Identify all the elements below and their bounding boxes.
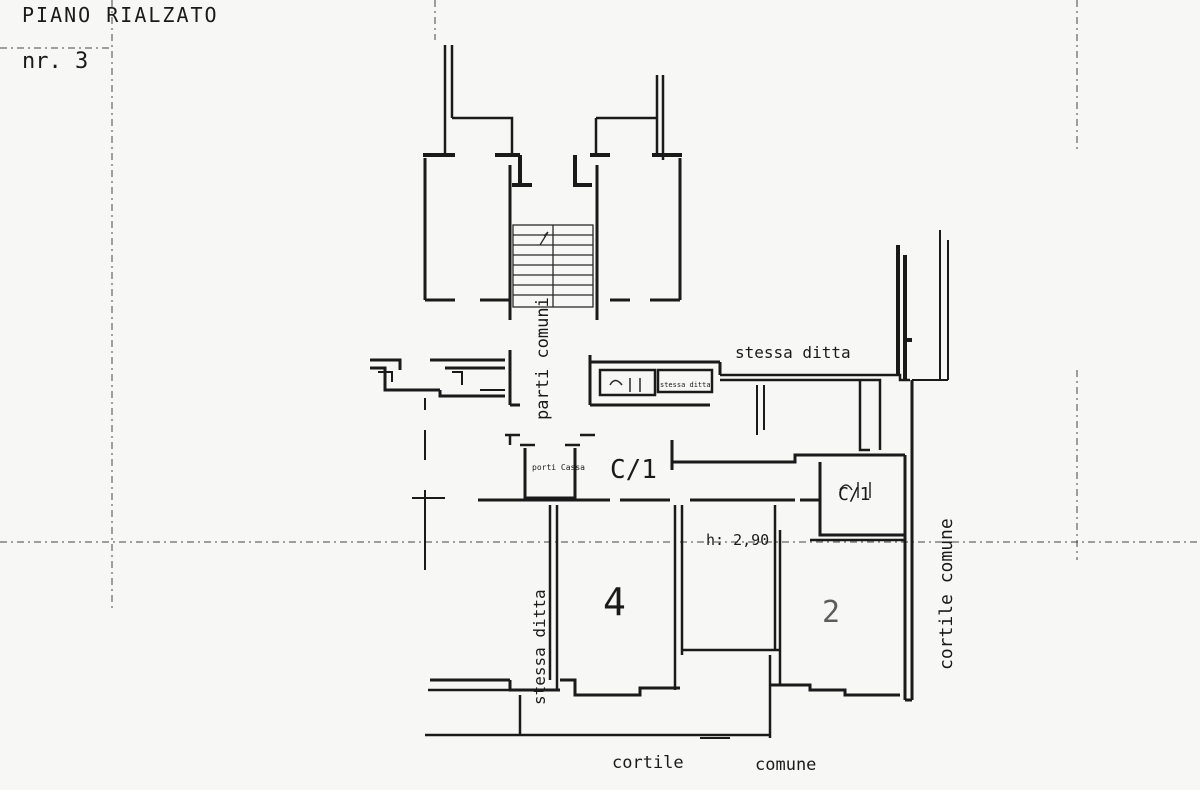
label-room-right: C/1	[838, 484, 871, 505]
guide-lines	[0, 0, 1200, 610]
label-same-owner-left: stessa ditta	[530, 589, 549, 705]
label-height: h: 2,90	[706, 531, 769, 549]
label-room-4: 4	[603, 580, 626, 624]
sheet-number: nr. 3	[22, 49, 88, 74]
label-same-owner-top: stessa ditta	[735, 343, 851, 362]
label-courtyard-bottom-2: comune	[755, 755, 816, 775]
text-labels: PIANO RIALZATO nr. 3 parti comuni stessa…	[22, 3, 957, 775]
label-porter: porti Cassa	[532, 463, 585, 472]
left-wing-walls	[370, 350, 520, 570]
floor-title: PIANO RIALZATO	[22, 3, 219, 27]
label-courtyard-right: cortile comune	[936, 518, 957, 670]
label-room-main: C/1	[610, 455, 657, 485]
label-courtyard-bottom-1: cortile	[612, 753, 684, 773]
room-symbols	[609, 378, 871, 498]
label-common-areas: parti comuni	[533, 297, 553, 420]
main-apartment-walls	[425, 230, 949, 739]
staircase	[512, 224, 594, 308]
label-room-2: 2	[822, 595, 840, 630]
label-small-room: stessa ditta	[660, 381, 711, 389]
upper-block-walls	[423, 45, 682, 320]
